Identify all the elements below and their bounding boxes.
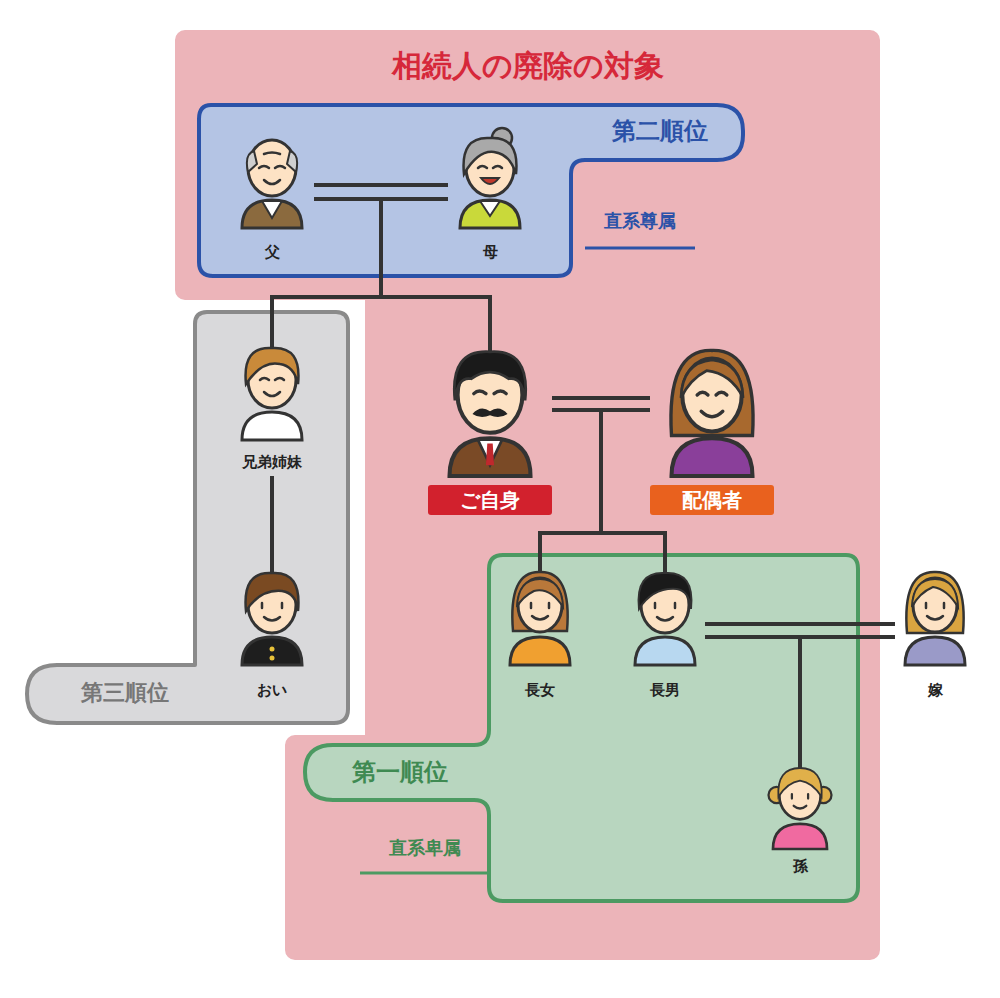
- mother-figure-part: [480, 201, 500, 216]
- eldest-daughter-figure-part: [517, 579, 563, 607]
- person-label: 母: [483, 242, 498, 262]
- sibling-figure: [242, 348, 302, 440]
- eldest-son-figure: [635, 573, 695, 665]
- region-shape: [27, 312, 348, 723]
- region-shape: [27, 312, 348, 723]
- region-shape: [305, 555, 858, 901]
- text-slot: 直系尊属: [585, 209, 695, 232]
- self-figure-part: [450, 438, 531, 476]
- eldest-son-figure-part: [655, 603, 675, 621]
- person-label: 長女: [525, 680, 555, 700]
- family-line: [270, 476, 274, 573]
- eldest-son-figure-part: [639, 573, 692, 609]
- spouse-figure-part: [672, 438, 753, 476]
- self-figure-part: [454, 352, 525, 401]
- spouse-figure-part: [671, 350, 753, 435]
- father-figure-part: [259, 153, 285, 185]
- person-label: 父: [265, 242, 280, 262]
- daughter-in-law-figure-part: [913, 578, 957, 632]
- eldest-daughter-figure-part: [510, 637, 570, 665]
- mother-figure: [460, 128, 520, 228]
- nephew-figure-part: [270, 647, 275, 652]
- person-label: 兄弟姉妹: [242, 452, 302, 472]
- eldest-daughter-figure: [510, 572, 570, 665]
- rank-label: 第三順位: [81, 679, 169, 708]
- rank-label: 第二順位: [612, 116, 708, 147]
- text-slot: 第一順位: [317, 757, 483, 788]
- daughter-in-law-figure: [905, 572, 965, 665]
- nephew-figure-part: [270, 656, 275, 661]
- father-figure-part: [248, 140, 296, 196]
- family-line: [800, 637, 895, 768]
- daughter-in-law-figure-part: [912, 579, 958, 607]
- mother-figure-part: [460, 200, 520, 228]
- eldest-son-figure-part: [635, 637, 695, 665]
- self-figure-part: [486, 444, 494, 466]
- marriage-line: [314, 185, 448, 199]
- spouse-figure-part: [697, 392, 727, 416]
- father-figure-part: [242, 200, 302, 228]
- father-figure-part: [247, 151, 297, 172]
- family-line: [540, 410, 650, 575]
- rank-label: 直系尊属: [604, 209, 676, 232]
- rank-label: 直系卑属: [389, 836, 461, 859]
- grandchild-figure: [769, 768, 832, 849]
- rank-label: 第一順位: [352, 757, 448, 788]
- family-line: [540, 410, 601, 575]
- text-slot: 第三順位: [45, 679, 205, 708]
- daughter-in-law-figure-part: [906, 572, 963, 633]
- family-line: [552, 410, 665, 575]
- text-slot: 第二順位: [577, 116, 743, 147]
- eldest-daughter-figure-part: [531, 603, 549, 620]
- text-slot: 相続人の廃除の対象: [175, 46, 880, 85]
- sibling-figure-part: [260, 378, 284, 396]
- daughter-in-law-figure-part: [905, 637, 965, 665]
- self-figure-part: [474, 391, 506, 394]
- grandchild-figure-part: [778, 768, 821, 797]
- diagram-title: 相続人の廃除の対象: [392, 46, 664, 85]
- grandchild-figure-part: [773, 824, 827, 849]
- mother-figure-part: [481, 178, 499, 184]
- family-line: [705, 637, 800, 768]
- person-label: 孫: [793, 856, 808, 876]
- region-shape: [360, 872, 489, 875]
- region-outline: [303, 553, 860, 903]
- person-label: 嫁: [928, 680, 943, 700]
- spouse-figure: [671, 350, 753, 476]
- nephew-figure-part: [246, 573, 299, 611]
- region-shape: [199, 105, 743, 276]
- self-figure-part: [478, 440, 502, 466]
- sibling-figure-part: [246, 348, 299, 384]
- daughter-in-law-figure-part: [926, 603, 944, 620]
- grandchild-figure-part: [792, 794, 808, 808]
- person-label: 長男: [650, 680, 680, 700]
- mother-figure-part: [464, 138, 517, 174]
- self-figure-part: [472, 408, 507, 417]
- father-figure-part: [262, 201, 282, 218]
- eldest-daughter-figure-part: [512, 572, 567, 631]
- region-shape: [585, 247, 695, 250]
- text-slot: 直系卑属: [363, 836, 487, 859]
- person-badge: 配偶者: [650, 485, 774, 515]
- eldest-daughter-figure-part: [518, 578, 562, 632]
- self-figure: [450, 352, 531, 476]
- person-label: おい: [257, 680, 287, 700]
- nephew-figure-part: [262, 603, 282, 621]
- spouse-figure-part: [681, 360, 743, 398]
- first-rank-box: 第一順位直系卑属 長女 長男孫: [303, 553, 860, 903]
- mother-figure-part: [478, 166, 502, 168]
- father-figure: [242, 140, 302, 228]
- nephew-figure-part: [242, 637, 302, 665]
- sibling-figure-part: [242, 412, 302, 440]
- person-badge: ご自身: [428, 485, 552, 515]
- family-line: [601, 410, 665, 575]
- nephew-figure: [242, 573, 302, 665]
